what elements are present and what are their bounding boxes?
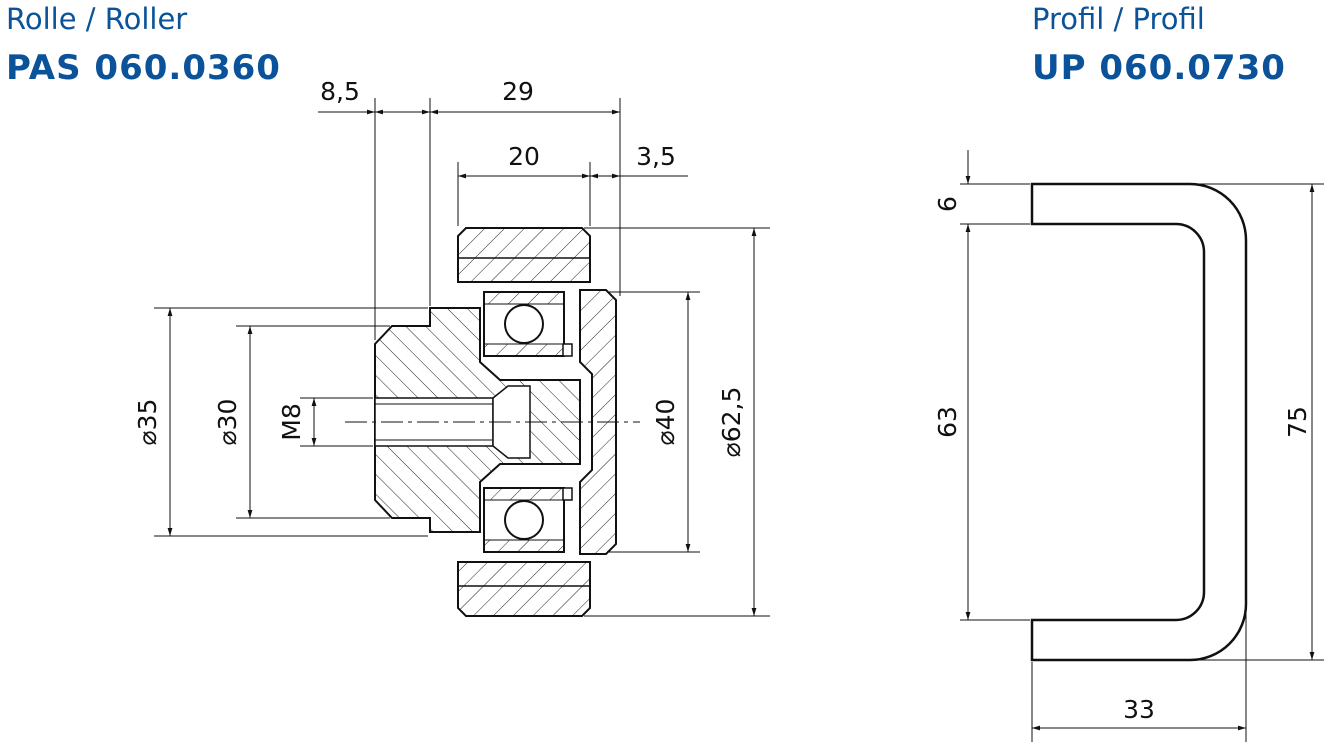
profile-shape	[1030, 182, 1248, 662]
roller-bearing-top	[483, 291, 573, 357]
roller-dimension-lines	[167, 109, 757, 616]
dim-3-5: 3,5	[636, 142, 676, 171]
dim-20: 20	[508, 142, 540, 171]
dim-m8: M8	[277, 403, 306, 440]
dim-75: 75	[1283, 406, 1312, 438]
roller-bearing-bottom	[483, 487, 573, 553]
profile-subtitle: Profil / Profil	[1032, 2, 1205, 36]
dim-phi62-5: ⌀62,5	[717, 387, 746, 458]
profile-extension-lines	[960, 183, 1324, 742]
roller-subtitle: Rolle / Roller	[6, 2, 188, 36]
roller-code: PAS 060.0360	[6, 48, 281, 88]
roller-extension-lines	[154, 98, 770, 617]
dim-8-5: 8,5	[320, 77, 360, 106]
dim-phi40: ⌀40	[651, 399, 680, 446]
profile-code: UP 060.0730	[1032, 48, 1286, 88]
roller-tyre-top	[457, 227, 591, 283]
profile-dimension-lines	[965, 150, 1315, 731]
dim-33: 33	[1123, 695, 1155, 724]
roller-drawing: 8,5 29 20 3,5 ⌀35 ⌀30 M8 ⌀40 ⌀62,5	[133, 77, 770, 617]
dim-29: 29	[502, 77, 534, 106]
dim-63: 63	[933, 406, 962, 438]
dim-6: 6	[933, 196, 962, 212]
dim-phi35: ⌀35	[133, 399, 162, 446]
roller-tyre-bottom	[457, 561, 591, 617]
profile-drawing: 6 63 75 33	[933, 150, 1324, 742]
dim-phi30: ⌀30	[213, 399, 242, 446]
